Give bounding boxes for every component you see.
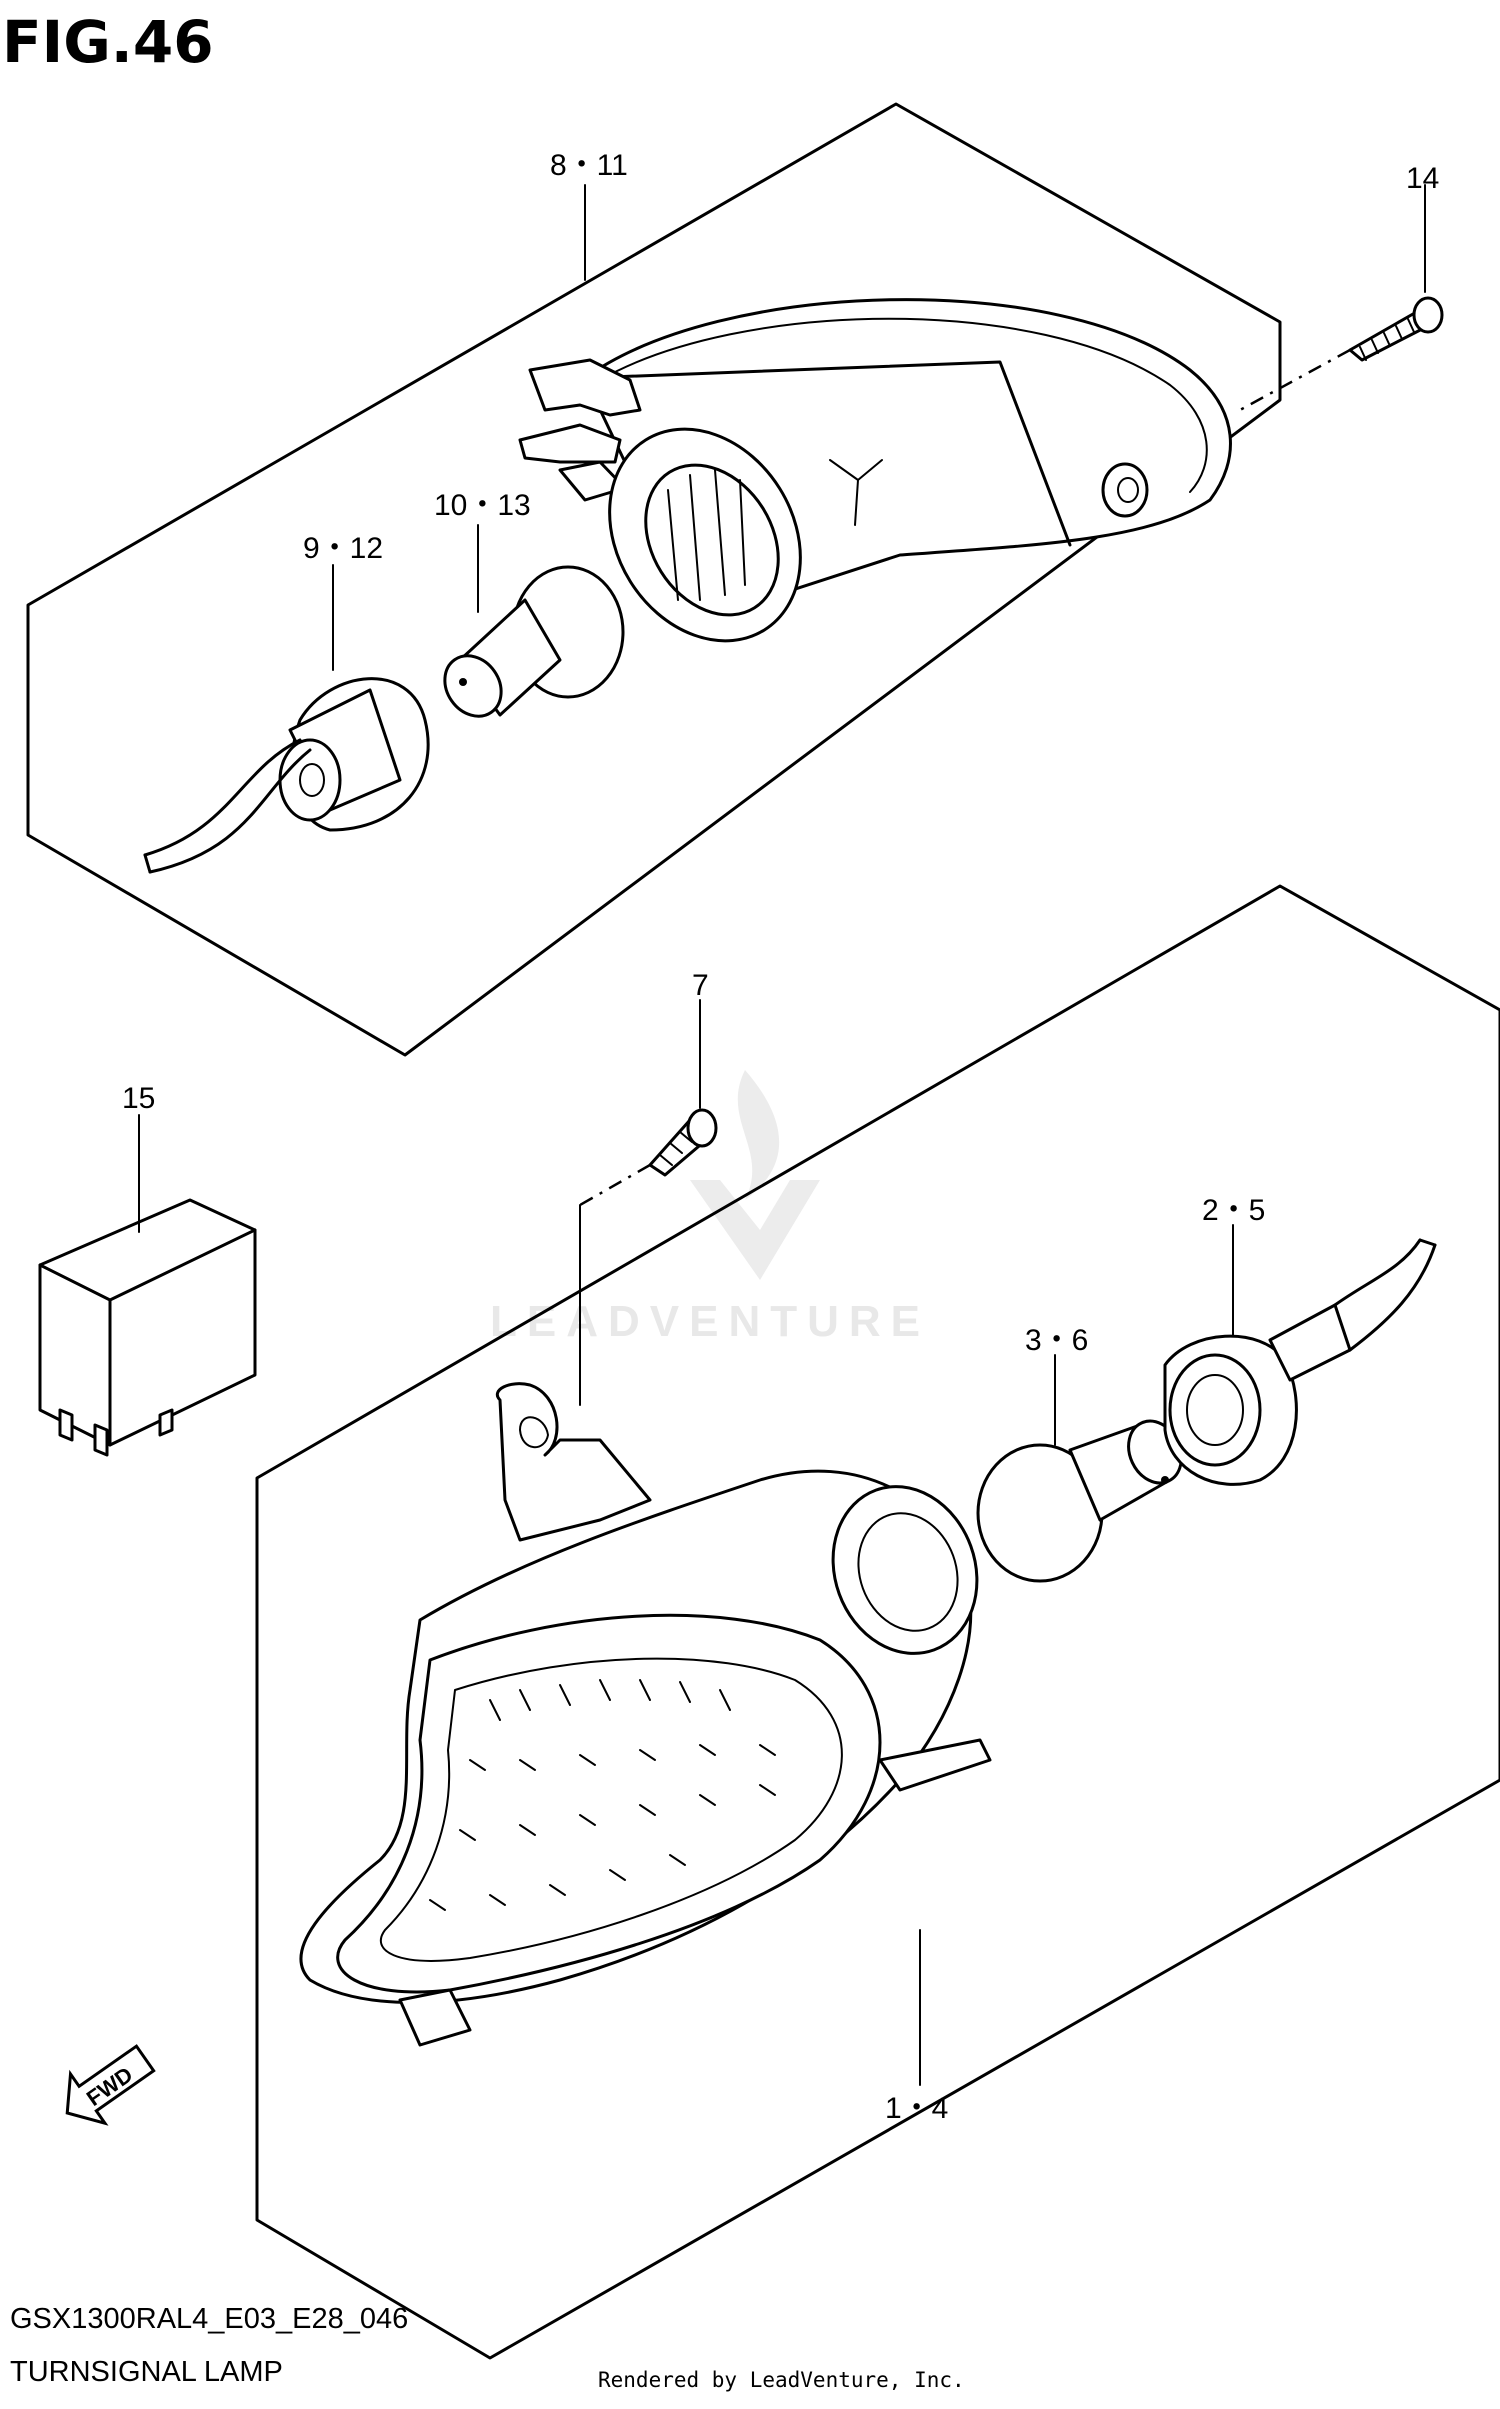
callout-8-11: 8・11 <box>550 149 628 182</box>
callout-7: 7 <box>692 969 709 1002</box>
callout-1-4: 1・4 <box>885 2092 948 2125</box>
front-lamp-housing <box>299 1382 992 2047</box>
callout-3-6: 3・6 <box>1025 1324 1088 1357</box>
callout-15: 15 <box>122 1082 155 1115</box>
upper-assembly-frame <box>26 102 1282 1057</box>
figure-caption: TURNSIGNAL LAMP <box>10 2356 283 2388</box>
screw-14 <box>1348 296 1444 362</box>
callout-9-12: 9・12 <box>303 532 383 565</box>
front-socket-harness <box>1163 1238 1437 1486</box>
model-code: GSX1300RAL4_E03_E28_046 <box>10 2303 408 2335</box>
render-footer: Rendered by LeadVenture, Inc. <box>598 2368 965 2392</box>
upper-assembly-group <box>26 102 1444 1057</box>
screw-7 <box>648 1108 718 1177</box>
figure-title: FIG.46 <box>2 8 214 76</box>
lower-assembly-frame <box>255 884 1500 2360</box>
forward-direction-badge: FWD <box>65 2044 156 2126</box>
rear-bulb <box>443 565 625 718</box>
relay-15 <box>38 1198 257 1457</box>
callout-10-13: 10・13 <box>434 489 531 522</box>
rear-lamp-housing <box>518 298 1232 643</box>
watermark-text: LEADVENTURE <box>490 1297 930 1346</box>
callout-14: 14 <box>1406 162 1439 195</box>
lower-assembly-group <box>38 884 1500 2360</box>
callout-2-5: 2・5 <box>1202 1194 1265 1227</box>
rear-socket-harness <box>143 677 430 874</box>
watermark: LEADVENTURE <box>490 1070 930 1346</box>
front-bulb <box>976 1419 1183 1583</box>
